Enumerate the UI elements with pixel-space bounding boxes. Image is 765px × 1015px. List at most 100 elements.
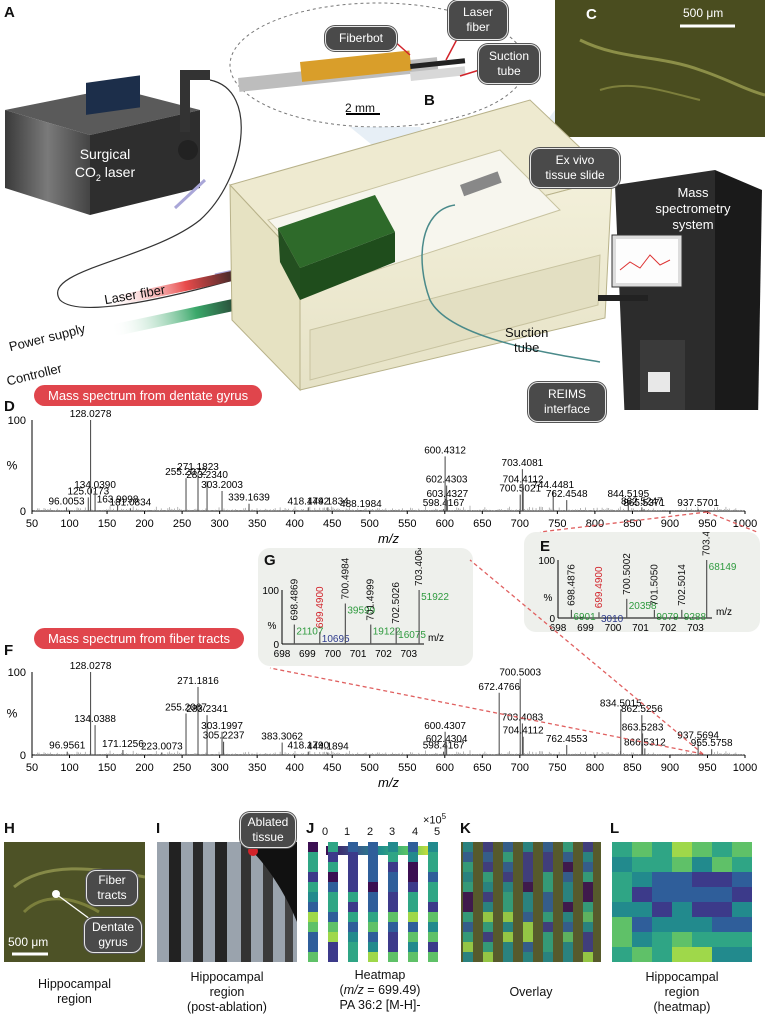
peak-label: 937.5694 bbox=[677, 731, 719, 742]
dentate-gyrus-callout: Dentate gyrus bbox=[84, 917, 142, 953]
heatmap-cell bbox=[543, 922, 553, 932]
heatmap-cell bbox=[612, 932, 632, 947]
x-axis-label: m/z bbox=[378, 531, 399, 546]
heatmap-cell bbox=[483, 842, 493, 852]
heatmap-cell bbox=[348, 932, 358, 942]
heatmap-cell bbox=[483, 912, 493, 922]
heatmap-cell bbox=[328, 872, 338, 882]
laser-fiber-callout: Laser fiber bbox=[448, 0, 508, 40]
peak-label: 181.0834 bbox=[110, 497, 152, 508]
heatmap-cell bbox=[463, 882, 473, 892]
peak-count: 10695 bbox=[322, 634, 350, 645]
heatmap-cell bbox=[348, 902, 358, 912]
peak-label: 701.5050 bbox=[649, 564, 660, 606]
heatmap-cell bbox=[583, 922, 593, 932]
heatmap-cell bbox=[483, 922, 493, 932]
fiberbot-callout: Fiberbot bbox=[325, 26, 397, 51]
heatmap-cell bbox=[543, 942, 553, 952]
peak-count: 16075 bbox=[398, 630, 426, 641]
heatmap-cell bbox=[543, 932, 553, 942]
x-tick-label: 700 bbox=[511, 518, 529, 530]
heatmap-cell bbox=[308, 942, 318, 952]
x-tick-label: 850 bbox=[623, 762, 641, 774]
x-tick-label: 600 bbox=[436, 762, 454, 774]
caption-h: Hippocampal region bbox=[38, 977, 111, 1006]
heatmap-cell bbox=[612, 902, 632, 917]
peak-label: 303.2003 bbox=[201, 480, 243, 491]
laser-fiber-line bbox=[57, 79, 242, 308]
surgical-laser bbox=[5, 70, 210, 215]
heatmap-cell bbox=[692, 932, 712, 947]
x-tick-label: 950 bbox=[698, 762, 716, 774]
heatmap-cell bbox=[632, 932, 652, 947]
heatmap-cell bbox=[543, 892, 553, 902]
heatmap-cell bbox=[712, 872, 732, 887]
heatmap-cell bbox=[612, 872, 632, 887]
y-axis-label: % bbox=[7, 459, 18, 473]
heatmap-cell bbox=[652, 917, 672, 932]
heatmap-cell bbox=[523, 882, 533, 892]
heatmap-cell bbox=[348, 912, 358, 922]
heatmap-cell bbox=[368, 932, 378, 942]
x-tick-label: 350 bbox=[248, 518, 266, 530]
peak-count: 19122 bbox=[373, 627, 401, 638]
tissue-image-c bbox=[555, 0, 765, 137]
peak-label: 700.5021 bbox=[499, 484, 541, 495]
x-tick-label: 550 bbox=[398, 518, 416, 530]
heatmap-cell bbox=[543, 902, 553, 912]
panel-label-i: I bbox=[156, 820, 161, 837]
heatmap-cell bbox=[348, 872, 358, 882]
heatmap-cell bbox=[348, 942, 358, 952]
panel-label-a: A bbox=[4, 4, 15, 21]
heatmap-cell bbox=[463, 892, 473, 902]
heatmap-cell bbox=[712, 932, 732, 947]
heatmap-cell bbox=[583, 912, 593, 922]
heatmap-cell bbox=[563, 912, 573, 922]
x-tick-label: 700 bbox=[511, 762, 529, 774]
heatmap-cell bbox=[328, 932, 338, 942]
heatmap-cell bbox=[692, 947, 712, 962]
peak-label: 271.1816 bbox=[177, 676, 219, 687]
panel-label-h: H bbox=[4, 820, 15, 837]
heatmap-cell bbox=[652, 932, 672, 947]
heatmap-cell bbox=[563, 952, 573, 962]
heatmap-cell bbox=[672, 872, 692, 887]
caption-i: Hippocampal region (post-ablation) bbox=[187, 970, 267, 1014]
heatmap-cell bbox=[328, 892, 338, 902]
x-tick-label: 701 bbox=[350, 649, 367, 660]
heatmap-cell bbox=[483, 862, 493, 872]
heatmap-cell bbox=[483, 852, 493, 862]
x-axis-label: m/z bbox=[716, 607, 732, 618]
heatmap-cell bbox=[692, 887, 712, 902]
x-tick-label: 50 bbox=[26, 518, 38, 530]
heatmap-cell bbox=[523, 852, 533, 862]
x-tick-label: 500 bbox=[361, 762, 379, 774]
heatmap-cell bbox=[712, 857, 732, 872]
x-tick-label: 750 bbox=[548, 762, 566, 774]
heatmap-cell bbox=[308, 862, 318, 872]
heatmap-cell bbox=[583, 882, 593, 892]
heatmap-cell bbox=[632, 842, 652, 857]
peak-label: 704.4112 bbox=[503, 726, 544, 737]
heatmap-cell bbox=[308, 902, 318, 912]
peak-label: 704.4112 bbox=[503, 475, 544, 486]
heatmap-cell bbox=[308, 872, 318, 882]
heatmap-cell bbox=[308, 952, 318, 962]
peak-label: 134.0388 bbox=[74, 714, 116, 725]
colorbar-ticks: 0 1 2 3 4 5 bbox=[322, 826, 441, 838]
heatmap-cell bbox=[612, 842, 632, 857]
heatmap-cell bbox=[308, 912, 318, 922]
heatmap-cell bbox=[692, 902, 712, 917]
heatmap-cell bbox=[563, 862, 573, 872]
heatmap-cell bbox=[583, 932, 593, 942]
heatmap-cell bbox=[408, 882, 418, 892]
x-axis-label: m/z bbox=[378, 775, 399, 788]
x-tick-label: 1000 bbox=[733, 518, 757, 530]
heatmap-cell bbox=[328, 882, 338, 892]
peak-label: 600.4312 bbox=[424, 445, 466, 456]
peak-label: 283.2341 bbox=[186, 704, 228, 715]
panel-label-c: C bbox=[586, 6, 597, 23]
heatmap-cell bbox=[408, 912, 418, 922]
